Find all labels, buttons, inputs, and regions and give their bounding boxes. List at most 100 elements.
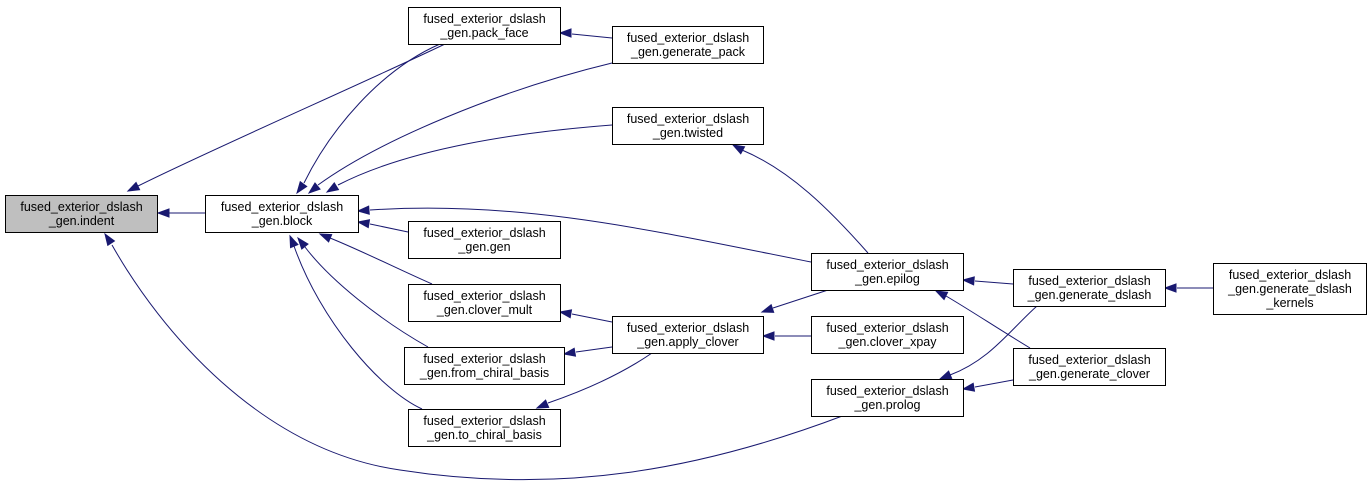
node-box[interactable] bbox=[612, 26, 764, 64]
edge-line bbox=[772, 289, 829, 309]
node-label: _gen.generate_pack bbox=[630, 45, 746, 59]
arrowhead-icon bbox=[296, 180, 308, 195]
node-apply-clover[interactable]: fused_exterior_dslash_gen.apply_clover bbox=[612, 316, 764, 354]
node-label: fused_exterior_dslash bbox=[627, 321, 749, 335]
node-label: _gen.apply_clover bbox=[636, 335, 738, 349]
arrowhead-icon bbox=[297, 236, 309, 250]
node-label: _gen.clover_mult bbox=[436, 303, 533, 317]
node-box[interactable] bbox=[404, 347, 565, 385]
edge-line bbox=[945, 295, 1031, 349]
nodes-layer: fused_exterior_dslash_gen.indentfused_ex… bbox=[5, 7, 1367, 447]
node-generate-pack[interactable]: fused_exterior_dslash_gen.generate_pack bbox=[612, 26, 764, 64]
node-generate-clover[interactable]: fused_exterior_dslash_gen.generate_clove… bbox=[1013, 348, 1166, 386]
edge-line bbox=[304, 246, 429, 348]
edge-line bbox=[949, 305, 1038, 376]
node-box[interactable] bbox=[408, 221, 561, 259]
node-box[interactable] bbox=[612, 316, 764, 354]
node-gen[interactable]: fused_exterior_dslash_gen.gen bbox=[408, 221, 561, 259]
node-box[interactable] bbox=[5, 195, 158, 233]
node-label: fused_exterior_dslash bbox=[1028, 274, 1150, 288]
node-box[interactable] bbox=[811, 316, 964, 354]
edge-line bbox=[369, 223, 409, 233]
edge-line bbox=[974, 280, 1014, 285]
node-label: fused_exterior_dslash bbox=[423, 12, 545, 26]
node-indent[interactable]: fused_exterior_dslash_gen.indent bbox=[5, 195, 158, 233]
arrowhead-icon bbox=[731, 144, 746, 155]
node-epilog[interactable]: fused_exterior_dslash_gen.epilog bbox=[811, 253, 964, 291]
node-label: _gen.generate_dslash bbox=[1027, 288, 1152, 302]
edge-line bbox=[575, 346, 613, 353]
node-label: fused_exterior_dslash bbox=[627, 112, 749, 126]
node-label: _gen.block bbox=[251, 214, 313, 228]
node-label: _gen.to_chiral_basis bbox=[426, 428, 542, 442]
node-label: fused_exterior_dslash bbox=[20, 200, 142, 214]
node-to-chiral-basis[interactable]: fused_exterior_dslash_gen.to_chiral_basi… bbox=[408, 409, 561, 447]
node-label: _gen.from_chiral_basis bbox=[419, 366, 549, 380]
node-label: _kernels bbox=[1265, 296, 1313, 310]
edge-line bbox=[303, 43, 441, 184]
edge-apply_clover-to-from_chiral_basis bbox=[562, 346, 613, 357]
edge-line bbox=[337, 124, 613, 186]
arrowhead-icon bbox=[318, 233, 333, 243]
node-label: fused_exterior_dslash bbox=[221, 200, 343, 214]
node-label: fused_exterior_dslash bbox=[1028, 353, 1150, 367]
node-pack-face[interactable]: fused_exterior_dslash_gen.pack_face bbox=[408, 7, 561, 45]
node-box[interactable] bbox=[811, 253, 964, 291]
node-label: fused_exterior_dslash bbox=[826, 258, 948, 272]
node-label: fused_exterior_dslash bbox=[826, 321, 948, 335]
node-box[interactable] bbox=[811, 379, 964, 417]
node-label: _gen.generate_dslash bbox=[1227, 282, 1352, 296]
edge-line bbox=[974, 379, 1014, 388]
arrowhead-icon bbox=[760, 303, 775, 313]
edge-to_chiral_basis-to-block bbox=[289, 234, 423, 410]
node-box[interactable] bbox=[1213, 263, 1367, 315]
node-box[interactable] bbox=[408, 7, 561, 45]
arrowhead-icon bbox=[1163, 283, 1177, 293]
edge-pack_face-to-block bbox=[296, 43, 441, 195]
edges-layer bbox=[104, 28, 1213, 481]
edge-generate_pack-to-pack_face bbox=[558, 28, 613, 39]
edge-generate_clover-to-prolog bbox=[961, 379, 1014, 392]
node-generate-dslash[interactable]: fused_exterior_dslash_gen.generate_dslas… bbox=[1013, 269, 1166, 307]
arrowhead-icon bbox=[289, 234, 299, 249]
arrowhead-icon bbox=[104, 232, 116, 247]
node-box[interactable] bbox=[408, 284, 561, 322]
node-label: _gen.clover_xpay bbox=[838, 335, 938, 349]
node-from-chiral-basis[interactable]: fused_exterior_dslash_gen.from_chiral_ba… bbox=[404, 347, 565, 385]
arrowhead-icon bbox=[126, 181, 141, 192]
edge-gen-to-block bbox=[356, 219, 409, 233]
node-clover-xpay[interactable]: fused_exterior_dslash_gen.clover_xpay bbox=[811, 316, 964, 354]
edge-generate_pack-to-block bbox=[307, 62, 613, 194]
node-box[interactable] bbox=[205, 195, 359, 233]
edge-line bbox=[329, 237, 433, 285]
node-prolog[interactable]: fused_exterior_dslash_gen.prolog bbox=[811, 379, 964, 417]
arrowhead-icon bbox=[325, 181, 340, 193]
edge-line bbox=[369, 207, 812, 263]
node-generate-dslash-kernels[interactable]: fused_exterior_dslash_gen.generate_dslas… bbox=[1213, 263, 1367, 315]
arrowhead-icon bbox=[156, 208, 170, 218]
edge-epilog-to-twisted bbox=[731, 144, 869, 254]
edge-line bbox=[571, 313, 613, 323]
edge-prolog-to-indent bbox=[104, 232, 846, 481]
node-label: fused_exterior_dslash bbox=[1229, 268, 1351, 282]
edge-clover_xpay-to-apply_clover bbox=[761, 331, 811, 341]
edge-generate_dslash-to-prolog bbox=[938, 305, 1038, 380]
node-label: fused_exterior_dslash bbox=[826, 384, 948, 398]
edge-apply_clover-to-to_chiral_basis bbox=[535, 352, 653, 409]
node-box[interactable] bbox=[612, 107, 764, 145]
arrowhead-icon bbox=[961, 382, 976, 392]
edge-apply_clover-to-clover_mult bbox=[558, 309, 613, 323]
arrowhead-icon bbox=[558, 28, 572, 38]
node-twisted[interactable]: fused_exterior_dslash_gen.twisted bbox=[612, 107, 764, 145]
node-block[interactable]: fused_exterior_dslash_gen.block bbox=[205, 195, 359, 233]
node-clover-mult[interactable]: fused_exterior_dslash_gen.clover_mult bbox=[408, 284, 561, 322]
arrowhead-icon bbox=[558, 309, 573, 319]
node-box[interactable] bbox=[1013, 269, 1166, 307]
node-label: _gen.gen bbox=[457, 240, 510, 254]
node-label: fused_exterior_dslash bbox=[423, 414, 545, 428]
arrowhead-icon bbox=[535, 399, 550, 409]
node-box[interactable] bbox=[1013, 348, 1166, 386]
edge-epilog-to-block bbox=[356, 205, 812, 263]
node-box[interactable] bbox=[408, 409, 561, 447]
edge-line bbox=[137, 43, 446, 187]
